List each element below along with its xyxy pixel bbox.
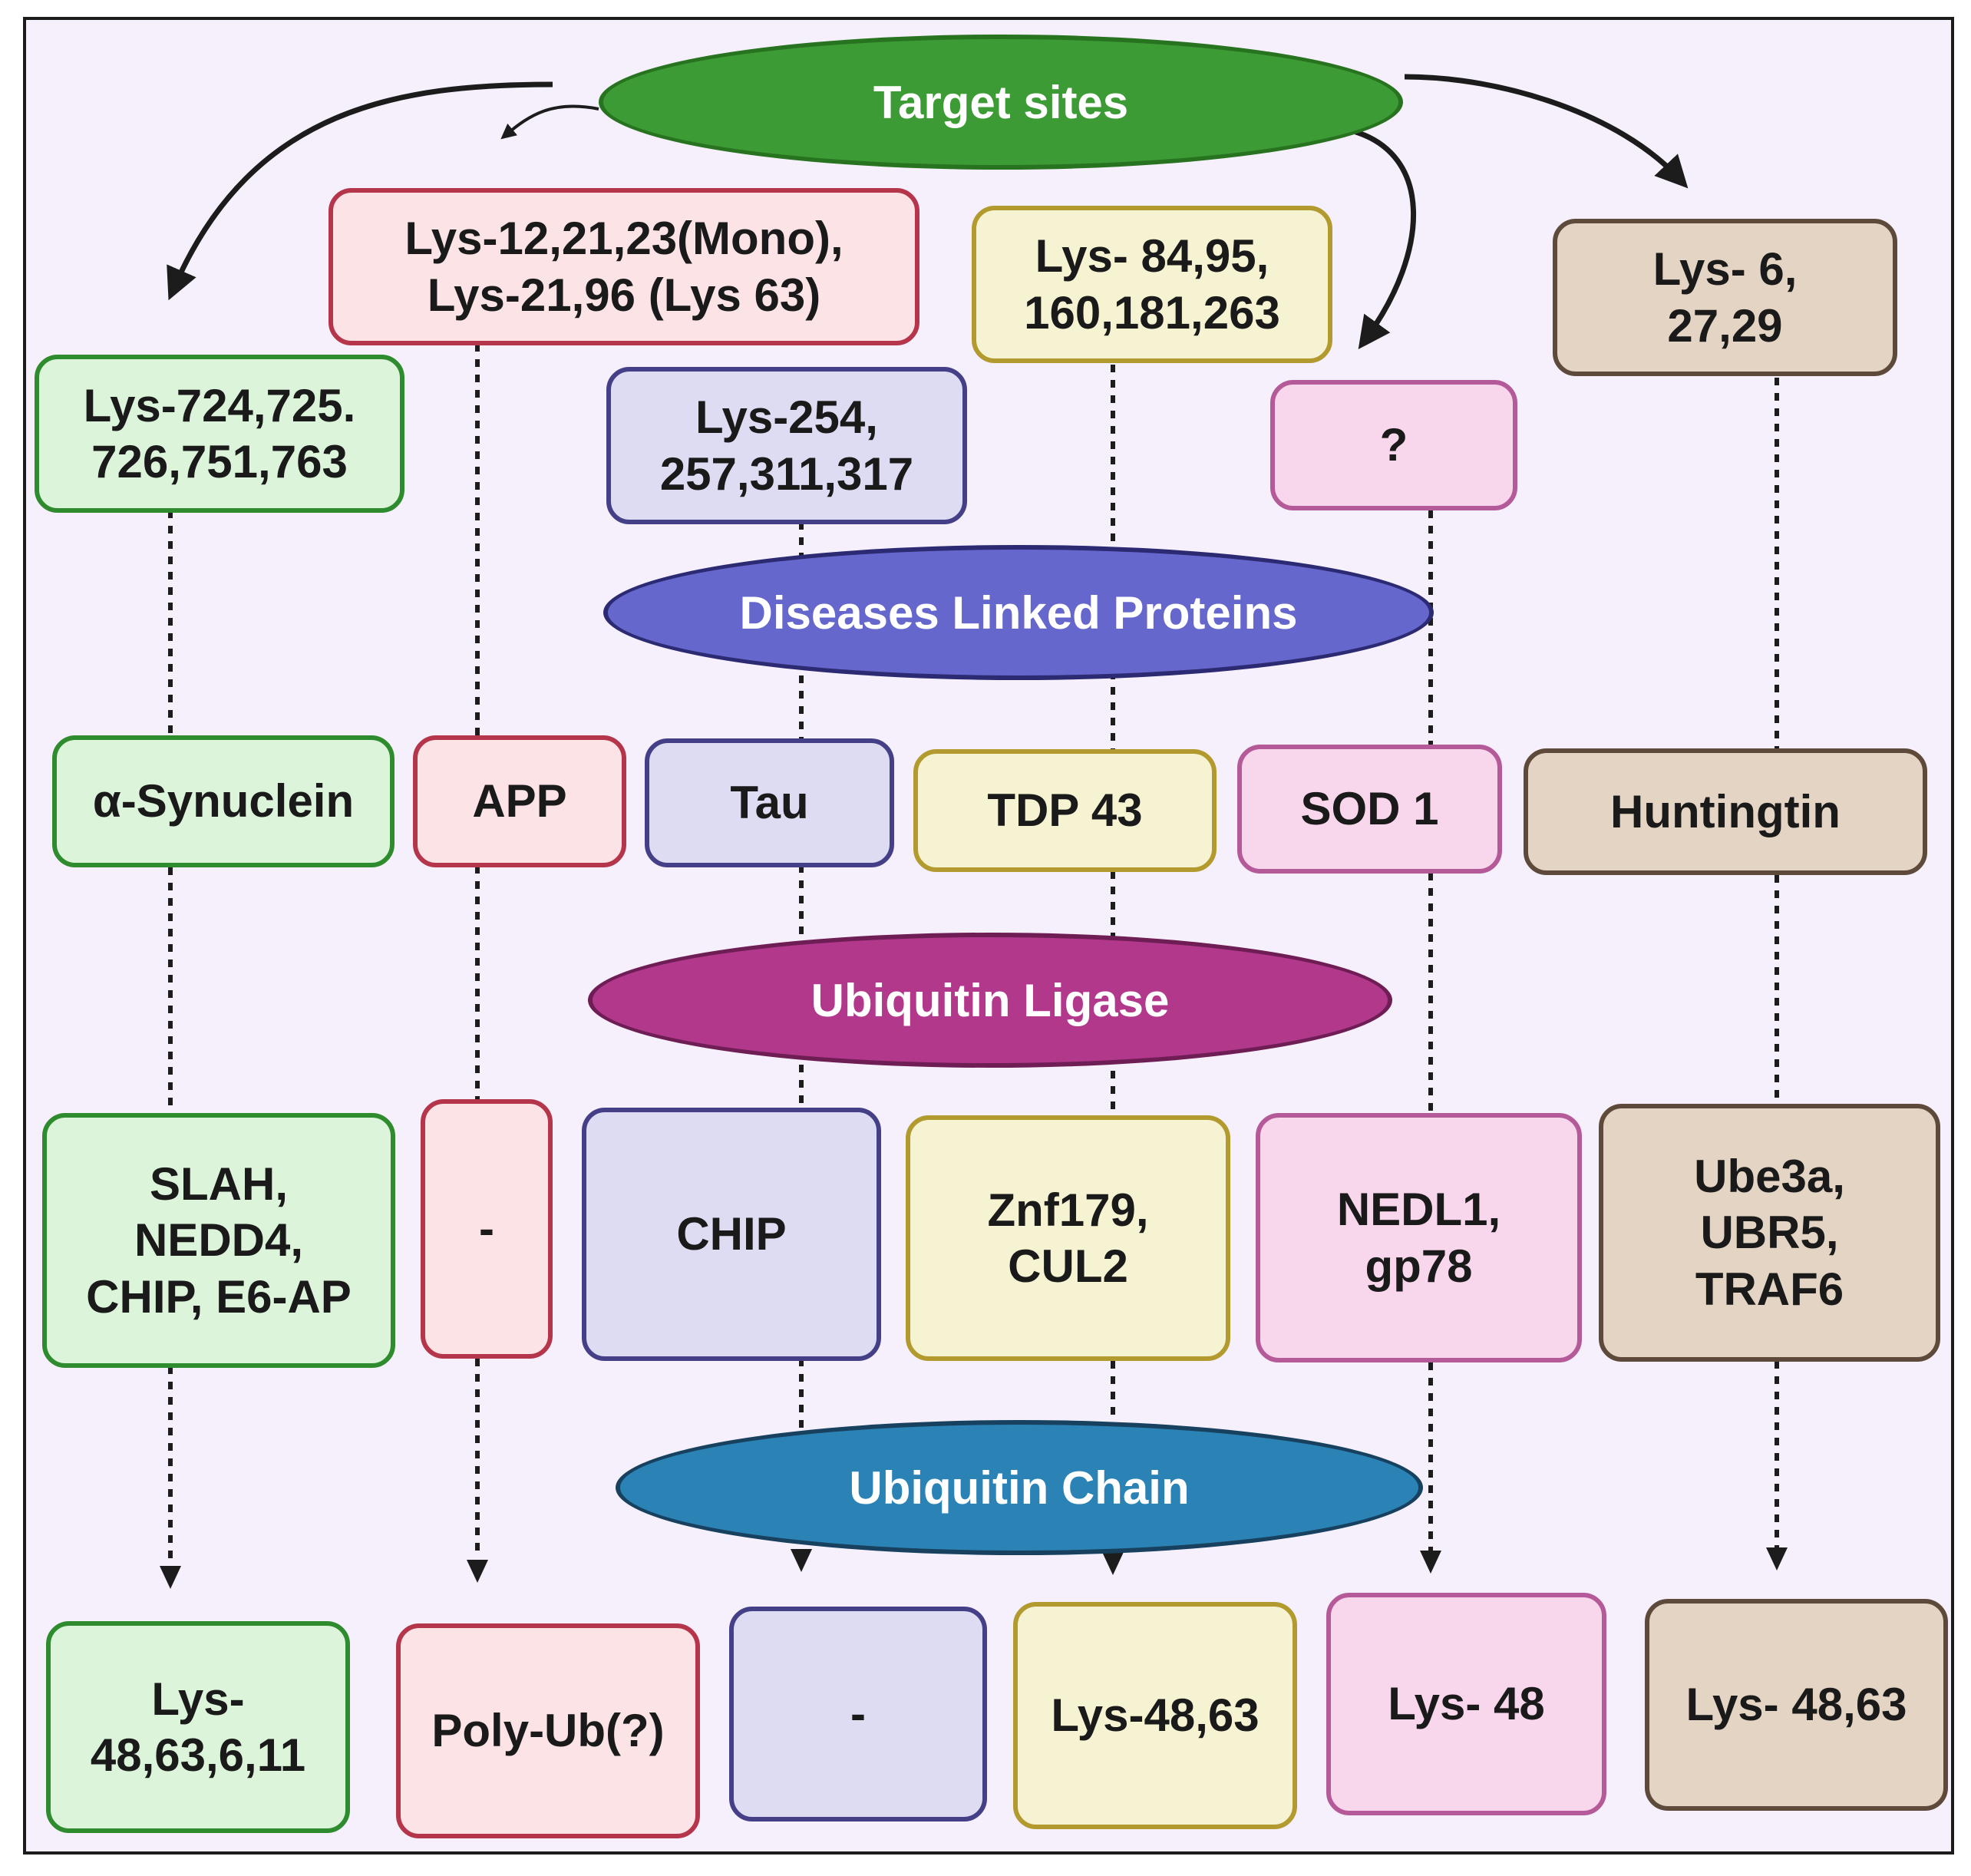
- arrow-to-brown-column: [1404, 74, 1689, 189]
- huntingtin-box: Huntingtin: [1524, 748, 1927, 875]
- target-sites-header: Target sites: [599, 35, 1403, 170]
- pink-target-sites-box: ?: [1270, 380, 1517, 510]
- arrowhead-yellow: [1102, 1552, 1124, 1575]
- green-chain-box: Lys- 48,63,6,11: [46, 1621, 350, 1833]
- brown-chain-box: Lys- 48,63: [1645, 1599, 1948, 1811]
- tau-box: Tau: [645, 738, 894, 867]
- green-ligase-box: SLAH, NEDD4, CHIP, E6-AP: [42, 1113, 395, 1368]
- yellow-target-sites-box: Lys- 84,95, 160,181,263: [972, 206, 1332, 363]
- pink-ligase-box: NEDL1, gp78: [1256, 1113, 1582, 1362]
- red-ligase-box: -: [421, 1099, 553, 1359]
- alpha-synuclein-box: α-Synuclein: [52, 735, 395, 867]
- lavender-target-sites-box: Lys-254, 257,311,317: [606, 367, 967, 524]
- arrowhead-red: [467, 1560, 488, 1583]
- pink-chain-box: Lys- 48: [1326, 1593, 1606, 1815]
- arrow-to-red-column: [500, 104, 599, 140]
- red-target-sites-box: Lys-12,21,23(Mono), Lys-21,96 (Lys 63): [328, 188, 919, 345]
- ubiquitin-chain-header: Ubiquitin Chain: [616, 1420, 1423, 1555]
- red-chain-box: Poly-Ub(?): [396, 1623, 700, 1838]
- lavender-chain-box: -: [729, 1607, 987, 1822]
- app-box: APP: [413, 735, 626, 867]
- green-target-sites-box: Lys-724,725. 726,751,763: [35, 355, 404, 513]
- arrow-to-pink-column: [1350, 127, 1416, 350]
- yellow-chain-box: Lys-48,63: [1013, 1602, 1297, 1829]
- sod1-box: SOD 1: [1237, 745, 1502, 874]
- arrow-to-green-column: [167, 81, 553, 301]
- diseases-linked-proteins-header: Diseases Linked Proteins: [603, 545, 1434, 680]
- lavender-ligase-box: CHIP: [582, 1108, 881, 1361]
- ubiquitin-ligase-header: Ubiquitin Ligase: [588, 933, 1392, 1068]
- arrowhead-lavender: [791, 1549, 812, 1572]
- arrowhead-green: [160, 1566, 181, 1589]
- arrowhead-pink: [1420, 1551, 1441, 1574]
- brown-ligase-box: Ube3a, UBR5, TRAF6: [1599, 1104, 1940, 1362]
- arrowhead-brown: [1766, 1547, 1788, 1570]
- tdp43-box: TDP 43: [913, 749, 1217, 872]
- brown-target-sites-box: Lys- 6, 27,29: [1553, 219, 1897, 376]
- yellow-ligase-box: Znf179, CUL2: [906, 1115, 1230, 1361]
